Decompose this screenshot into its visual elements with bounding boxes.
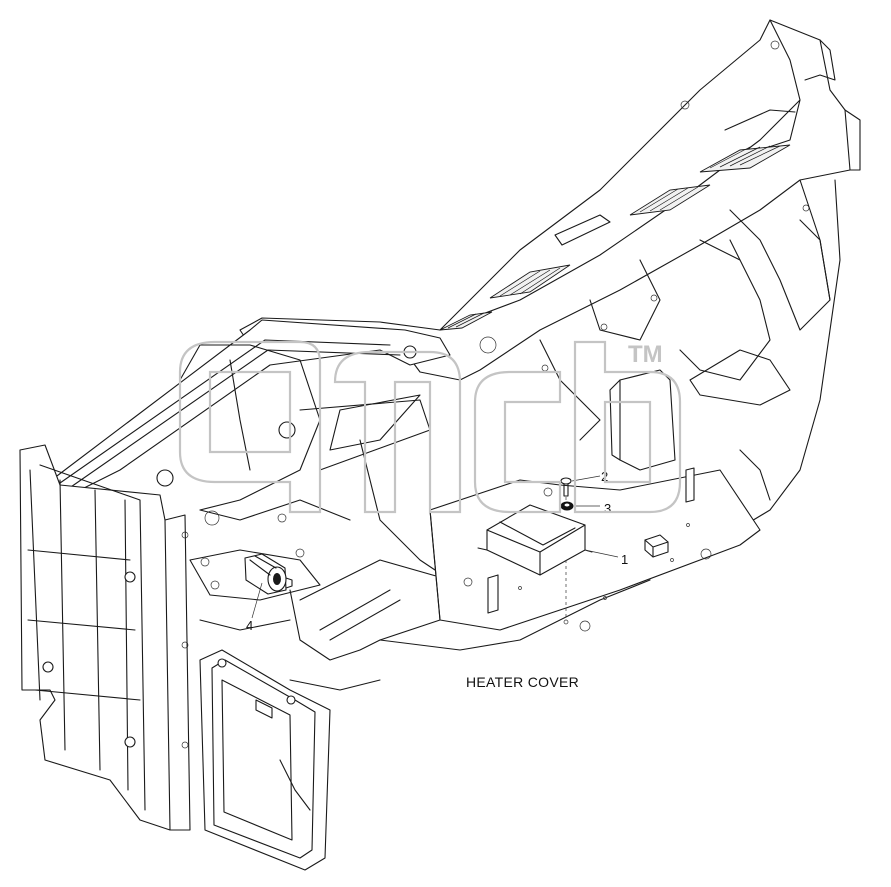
vent-grille-4 xyxy=(439,311,493,331)
callout-leaders xyxy=(251,475,619,619)
watermark-tm: TM xyxy=(628,341,663,368)
callout-1: 1 xyxy=(621,552,628,567)
diagram-caption: HEATER COVER xyxy=(466,674,579,690)
duct-outlet-frame xyxy=(199,649,331,871)
heater-cover-plate xyxy=(429,467,761,632)
vent-grille-2 xyxy=(629,184,711,216)
vent-grille-1 xyxy=(699,144,791,173)
callout-3: 3 xyxy=(604,501,611,516)
callout-4: 4 xyxy=(246,618,253,633)
heater-housing-left xyxy=(19,319,651,831)
part-4-actuator xyxy=(244,553,293,595)
watermark-logo: TM xyxy=(178,340,682,514)
vent-grille-3 xyxy=(489,264,571,299)
